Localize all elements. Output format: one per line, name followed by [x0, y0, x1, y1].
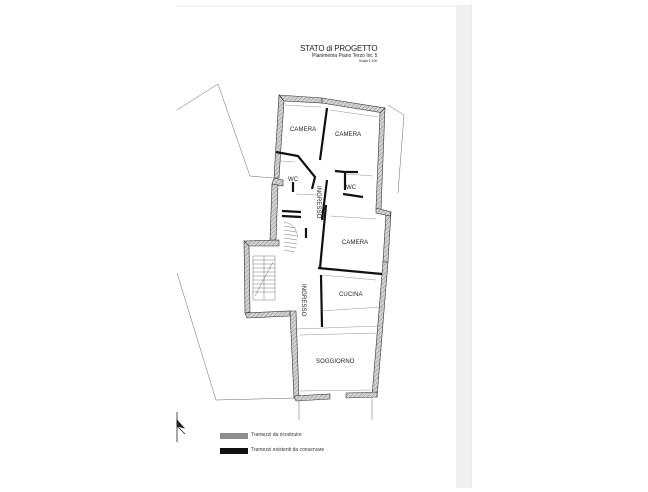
legend-swatch-grey [220, 433, 248, 439]
room-label-cucina: CUCINA [339, 292, 363, 298]
page-top-edge [176, 5, 472, 7]
room-label-wc-1: WC [288, 177, 299, 183]
vertical-scrollbar[interactable] [456, 5, 472, 488]
drawing-title: STATO di PROGETTO [300, 44, 378, 53]
room-label-ingresso-1: INGRESSO [315, 186, 321, 219]
legend-swatch-black [220, 448, 248, 454]
drawing-scale: Scala 1:100 [358, 59, 378, 63]
room-label-camera-2: CAMERA [335, 132, 362, 138]
north-arrow-icon [176, 412, 186, 442]
dimension-lines [279, 104, 384, 392]
room-label-ingresso-2: INGRESSO [300, 284, 306, 317]
exterior-walls [243, 94, 392, 402]
room-label-camera-3: CAMERA [342, 240, 369, 246]
legend-label: Tramezzi esistenti da conservare [251, 447, 325, 453]
existing-partitions [275, 107, 383, 328]
room-label-soggiorno: SOGGIORNO [316, 359, 355, 365]
drawing-subtitle: Planimetria Piano Terzo Int. 5 [312, 53, 378, 59]
room-label-wc-2: WC [346, 185, 357, 191]
site-boundary [176, 83, 405, 420]
room-label-camera-1: CAMERA [290, 127, 317, 133]
stairs [252, 221, 299, 301]
legend-label: Tramezzi da ricostruire [251, 432, 302, 438]
title-block: STATO di PROGETTO Planimetria Piano Terz… [300, 44, 378, 64]
